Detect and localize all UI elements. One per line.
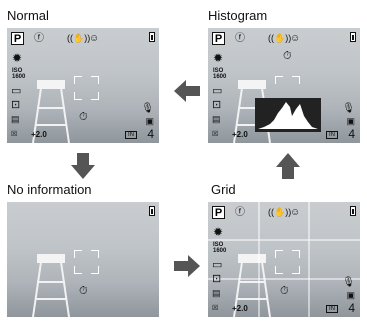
histogram-graph bbox=[258, 102, 318, 129]
screen-no-information: ⏱ bbox=[7, 202, 159, 317]
battery-icon bbox=[149, 32, 155, 42]
shooting-mode: P bbox=[212, 32, 225, 45]
label-normal: Normal bbox=[7, 8, 49, 23]
voice-icon: 🎙 bbox=[342, 277, 355, 288]
shooting-mode: P bbox=[212, 206, 225, 219]
white-balance-icon: ✹ bbox=[213, 225, 224, 239]
lighthouse-scene bbox=[233, 80, 321, 143]
self-timer-icon: ⏱ bbox=[283, 50, 292, 62]
face-detect-icon: ☺ bbox=[290, 33, 301, 44]
internal-memory-icon: IN bbox=[326, 131, 338, 139]
lighthouse-scene bbox=[32, 80, 70, 143]
flash-icon: ⓕ bbox=[235, 207, 245, 218]
exposure-value: +2.0 bbox=[232, 304, 248, 313]
metering-icon: ⊡ bbox=[212, 273, 222, 285]
arrow-left-icon bbox=[174, 80, 200, 102]
battery-icon bbox=[350, 32, 356, 42]
iso-value: ISO 1600 bbox=[213, 68, 227, 80]
image-stabilizer-icon: ((✋)) bbox=[268, 33, 292, 43]
label-grid: Grid bbox=[211, 182, 236, 197]
shots-remaining: 4 bbox=[147, 127, 154, 141]
image-stabilizer-icon: ((✋)) bbox=[268, 207, 292, 217]
arrow-up-icon bbox=[276, 153, 300, 179]
face-detect-icon: ☺ bbox=[290, 207, 301, 218]
exposure-value: +2.0 bbox=[232, 130, 248, 139]
image-size-icon: ▤ bbox=[212, 288, 221, 298]
metering-icon: ⊡ bbox=[11, 99, 21, 111]
image-stabilizer-icon: ((✋)) bbox=[67, 33, 91, 43]
exposure-comp-icon: ☒ bbox=[212, 131, 219, 138]
exposure-comp-icon: ☒ bbox=[212, 305, 219, 312]
self-timer-icon: ⏱ bbox=[79, 285, 88, 297]
shots-remaining: 4 bbox=[348, 127, 355, 141]
battery-icon bbox=[149, 206, 155, 216]
screen-histogram: P ⓕ ((✋)) ☺ ⏱ ✹ ISO 1600 ▭ ⊡ ▤ ☒ +2.0 🎙 … bbox=[208, 28, 360, 143]
drive-icon: ▭ bbox=[212, 259, 223, 271]
flash-icon: ⓕ bbox=[34, 33, 44, 44]
arrow-down-icon bbox=[71, 153, 95, 179]
exposure-value: +2.0 bbox=[31, 130, 47, 139]
shooting-mode: P bbox=[11, 32, 24, 45]
drive-icon: ▭ bbox=[212, 85, 223, 97]
movie-icon: ▣ bbox=[346, 116, 355, 126]
self-timer-icon: ⏱ bbox=[280, 285, 289, 297]
flash-icon: ⓕ bbox=[235, 33, 245, 44]
white-balance-icon: ✹ bbox=[213, 51, 224, 65]
lighthouse-scene bbox=[208, 202, 360, 317]
lighthouse-scene bbox=[32, 254, 70, 317]
exposure-comp-icon: ☒ bbox=[11, 131, 18, 138]
movie-icon: ▣ bbox=[145, 116, 154, 126]
label-histogram: Histogram bbox=[208, 8, 268, 23]
screen-normal: P ⓕ ((✋)) ☺ ✹ ISO 1600 ▭ ⊡ ▤ ☒ +2.0 ⏱ 🎙 … bbox=[7, 28, 159, 143]
grid-lines bbox=[208, 202, 360, 317]
battery-icon bbox=[350, 206, 356, 216]
iso-value: ISO 1600 bbox=[213, 242, 227, 254]
screen-grid: P ⓕ ((✋)) ☺ ✹ ISO 1600 ▭ ⊡ ▤ ☒ +2.0 ⏱ 🎙 … bbox=[208, 202, 360, 317]
drive-icon: ▭ bbox=[11, 85, 22, 97]
internal-memory-icon: IN bbox=[125, 131, 137, 139]
image-size-icon: ▤ bbox=[212, 114, 221, 124]
movie-icon: ▣ bbox=[346, 290, 355, 300]
self-timer-icon: ⏱ bbox=[79, 111, 88, 123]
metering-icon: ⊡ bbox=[212, 99, 222, 111]
voice-icon: 🎙 bbox=[342, 103, 355, 114]
voice-icon: 🎙 bbox=[141, 103, 154, 114]
face-detect-icon: ☺ bbox=[89, 33, 100, 44]
label-no-information: No information bbox=[7, 182, 92, 197]
shots-remaining: 4 bbox=[348, 301, 355, 315]
white-balance-icon: ✹ bbox=[12, 51, 23, 65]
image-size-icon: ▤ bbox=[11, 114, 20, 124]
iso-value: ISO 1600 bbox=[12, 68, 26, 80]
internal-memory-icon: IN bbox=[326, 305, 338, 313]
arrow-right-icon bbox=[174, 255, 200, 277]
